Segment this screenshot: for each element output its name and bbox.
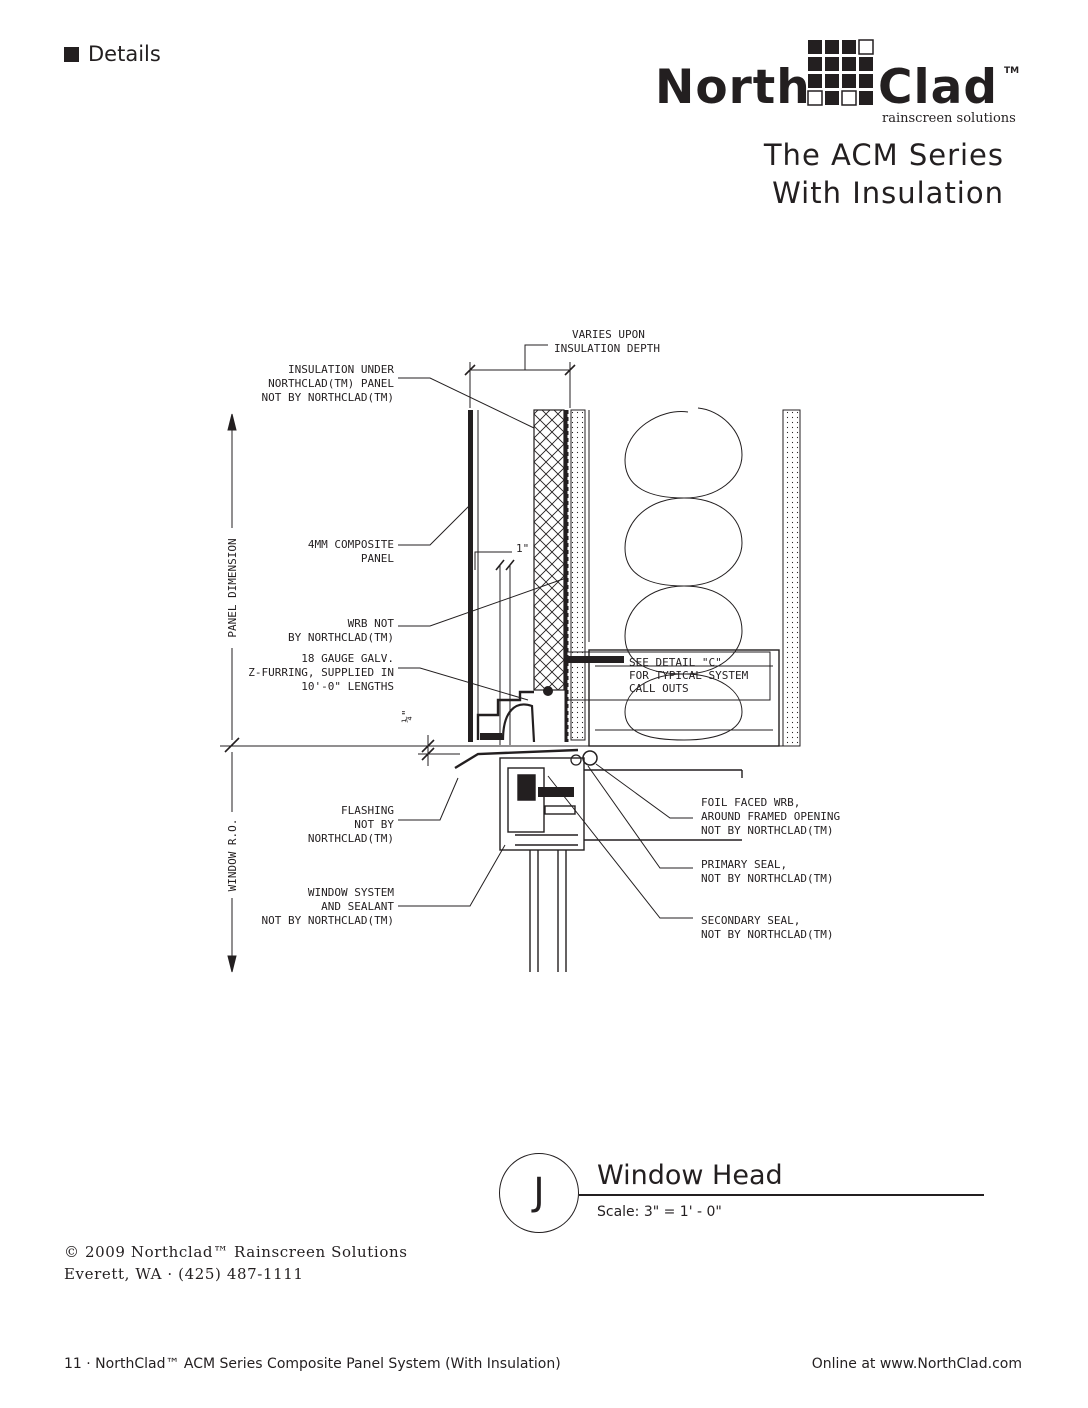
detail-title-rule (579, 1194, 984, 1196)
callout-text: VARIES UPON INSULATION DEPTH INSULATION … (226, 328, 840, 941)
northclad-logo: North Clad TM rainscreen solutions (655, 38, 1025, 130)
dimension-label-window: WINDOW R.O. (226, 819, 239, 892)
callout-one-inch: 1" (516, 542, 529, 555)
dimension-one-inch (474, 551, 515, 745)
callout-flashing-2: NOT BY (354, 818, 394, 831)
callout-see-detail-3: CALL OUTS (629, 682, 689, 695)
footer-page-info: 11 · NorthClad™ ACM Series Composite Pan… (64, 1356, 561, 1372)
copyright-block: © 2009 Northclad™ Rainscreen Solutions E… (64, 1241, 408, 1285)
callout-window-2: AND SEALANT (321, 900, 394, 913)
window-head-detail-drawing: VARIES UPON INSULATION DEPTH INSULATION … (220, 328, 840, 973)
dimension-quarter-inch (418, 735, 460, 766)
copyright-line-1: © 2009 Northclad™ Rainscreen Solutions (64, 1243, 408, 1261)
detail-scale: Scale: 3" = 1' - 0" (597, 1204, 722, 1220)
callout-window-1: WINDOW SYSTEM (308, 886, 394, 899)
callout-primary-seal-1: PRIMARY SEAL, (701, 858, 787, 871)
batt-insulation (624, 407, 743, 741)
callout-secondary-seal-2: NOT BY NORTHCLAD(TM) (701, 928, 833, 941)
callout-insulation-2: NORTHCLAD(TM) PANEL (268, 377, 394, 390)
callout-insulation-1: INSULATION UNDER (288, 363, 394, 376)
callout-foil-1: FOIL FACED WRB, (701, 796, 800, 809)
logo-word-left: North (655, 60, 811, 115)
callout-panel-1: 4MM COMPOSITE (308, 538, 394, 551)
leader-lines (398, 377, 771, 919)
z-furring (476, 690, 534, 740)
callout-varies-2: INSULATION DEPTH (554, 342, 660, 355)
rigid-insulation (533, 409, 565, 691)
gypsum-board (782, 409, 801, 747)
logo-grid-icon (807, 39, 874, 106)
wall-assembly (220, 407, 801, 770)
series-title-line-1: The ACM Series (763, 138, 1004, 172)
section-label: Details (88, 42, 161, 66)
callout-insulation-3: NOT BY NORTHCLAD(TM) (262, 391, 394, 404)
footer-website: Online at www.NorthClad.com (811, 1356, 1022, 1372)
square-bullet-icon (64, 46, 79, 62)
callout-zfurring-1: 18 GAUGE GALV. (301, 652, 394, 665)
callout-flashing-3: NORTHCLAD(TM) (308, 832, 394, 845)
callout-zfurring-3: 10'-0" LENGTHS (301, 680, 394, 693)
section-tag: Details (64, 42, 161, 66)
flashing (454, 748, 579, 770)
callout-primary-seal-2: NOT BY NORTHCLAD(TM) (701, 872, 833, 885)
callout-window-3: NOT BY NORTHCLAD(TM) (262, 914, 394, 927)
dimension-insulation-depth (464, 344, 576, 408)
callout-varies-1: VARIES UPON (572, 328, 645, 341)
callout-quarter-inch: ¼" (400, 709, 413, 722)
logo-trademark: TM (1004, 66, 1020, 76)
detail-letter: J (533, 1170, 545, 1214)
callout-flashing-1: FLASHING (341, 804, 394, 817)
callout-wrb-1: WRB NOT (348, 617, 395, 630)
callout-foil-2: AROUND FRAMED OPENING (701, 810, 840, 823)
backer-rod (582, 750, 598, 766)
callout-see-detail-1: SEE DETAIL "C" (629, 656, 722, 669)
dimension-label-panel: PANEL DIMENSION (226, 538, 239, 637)
composite-panel (468, 410, 473, 742)
callout-secondary-seal-1: SECONDARY SEAL, (701, 914, 800, 927)
series-title: The ACM Series With Insulation (764, 136, 1004, 212)
vertical-dimensions (224, 413, 240, 973)
copyright-line-2: Everett, WA · (425) 487-1111 (64, 1265, 304, 1283)
fastener (566, 656, 624, 663)
detail-title: Window Head (597, 1160, 783, 1191)
callout-see-detail-2: FOR TYPICAL SYSTEM (629, 669, 749, 682)
callout-wrb-2: BY NORTHCLAD(TM) (288, 631, 394, 644)
detail-marker: J (499, 1153, 579, 1233)
logo-word-right: Clad (878, 60, 998, 115)
callout-foil-3: NOT BY NORTHCLAD(TM) (701, 824, 833, 837)
logo-tagline: rainscreen solutions (882, 111, 1016, 126)
series-title-line-2: With Insulation (772, 176, 1004, 210)
sheathing (570, 409, 586, 741)
callout-panel-2: PANEL (361, 552, 394, 565)
window-frame (499, 757, 743, 972)
callout-zfurring-2: Z-FURRING, SUPPLIED IN (248, 666, 394, 679)
